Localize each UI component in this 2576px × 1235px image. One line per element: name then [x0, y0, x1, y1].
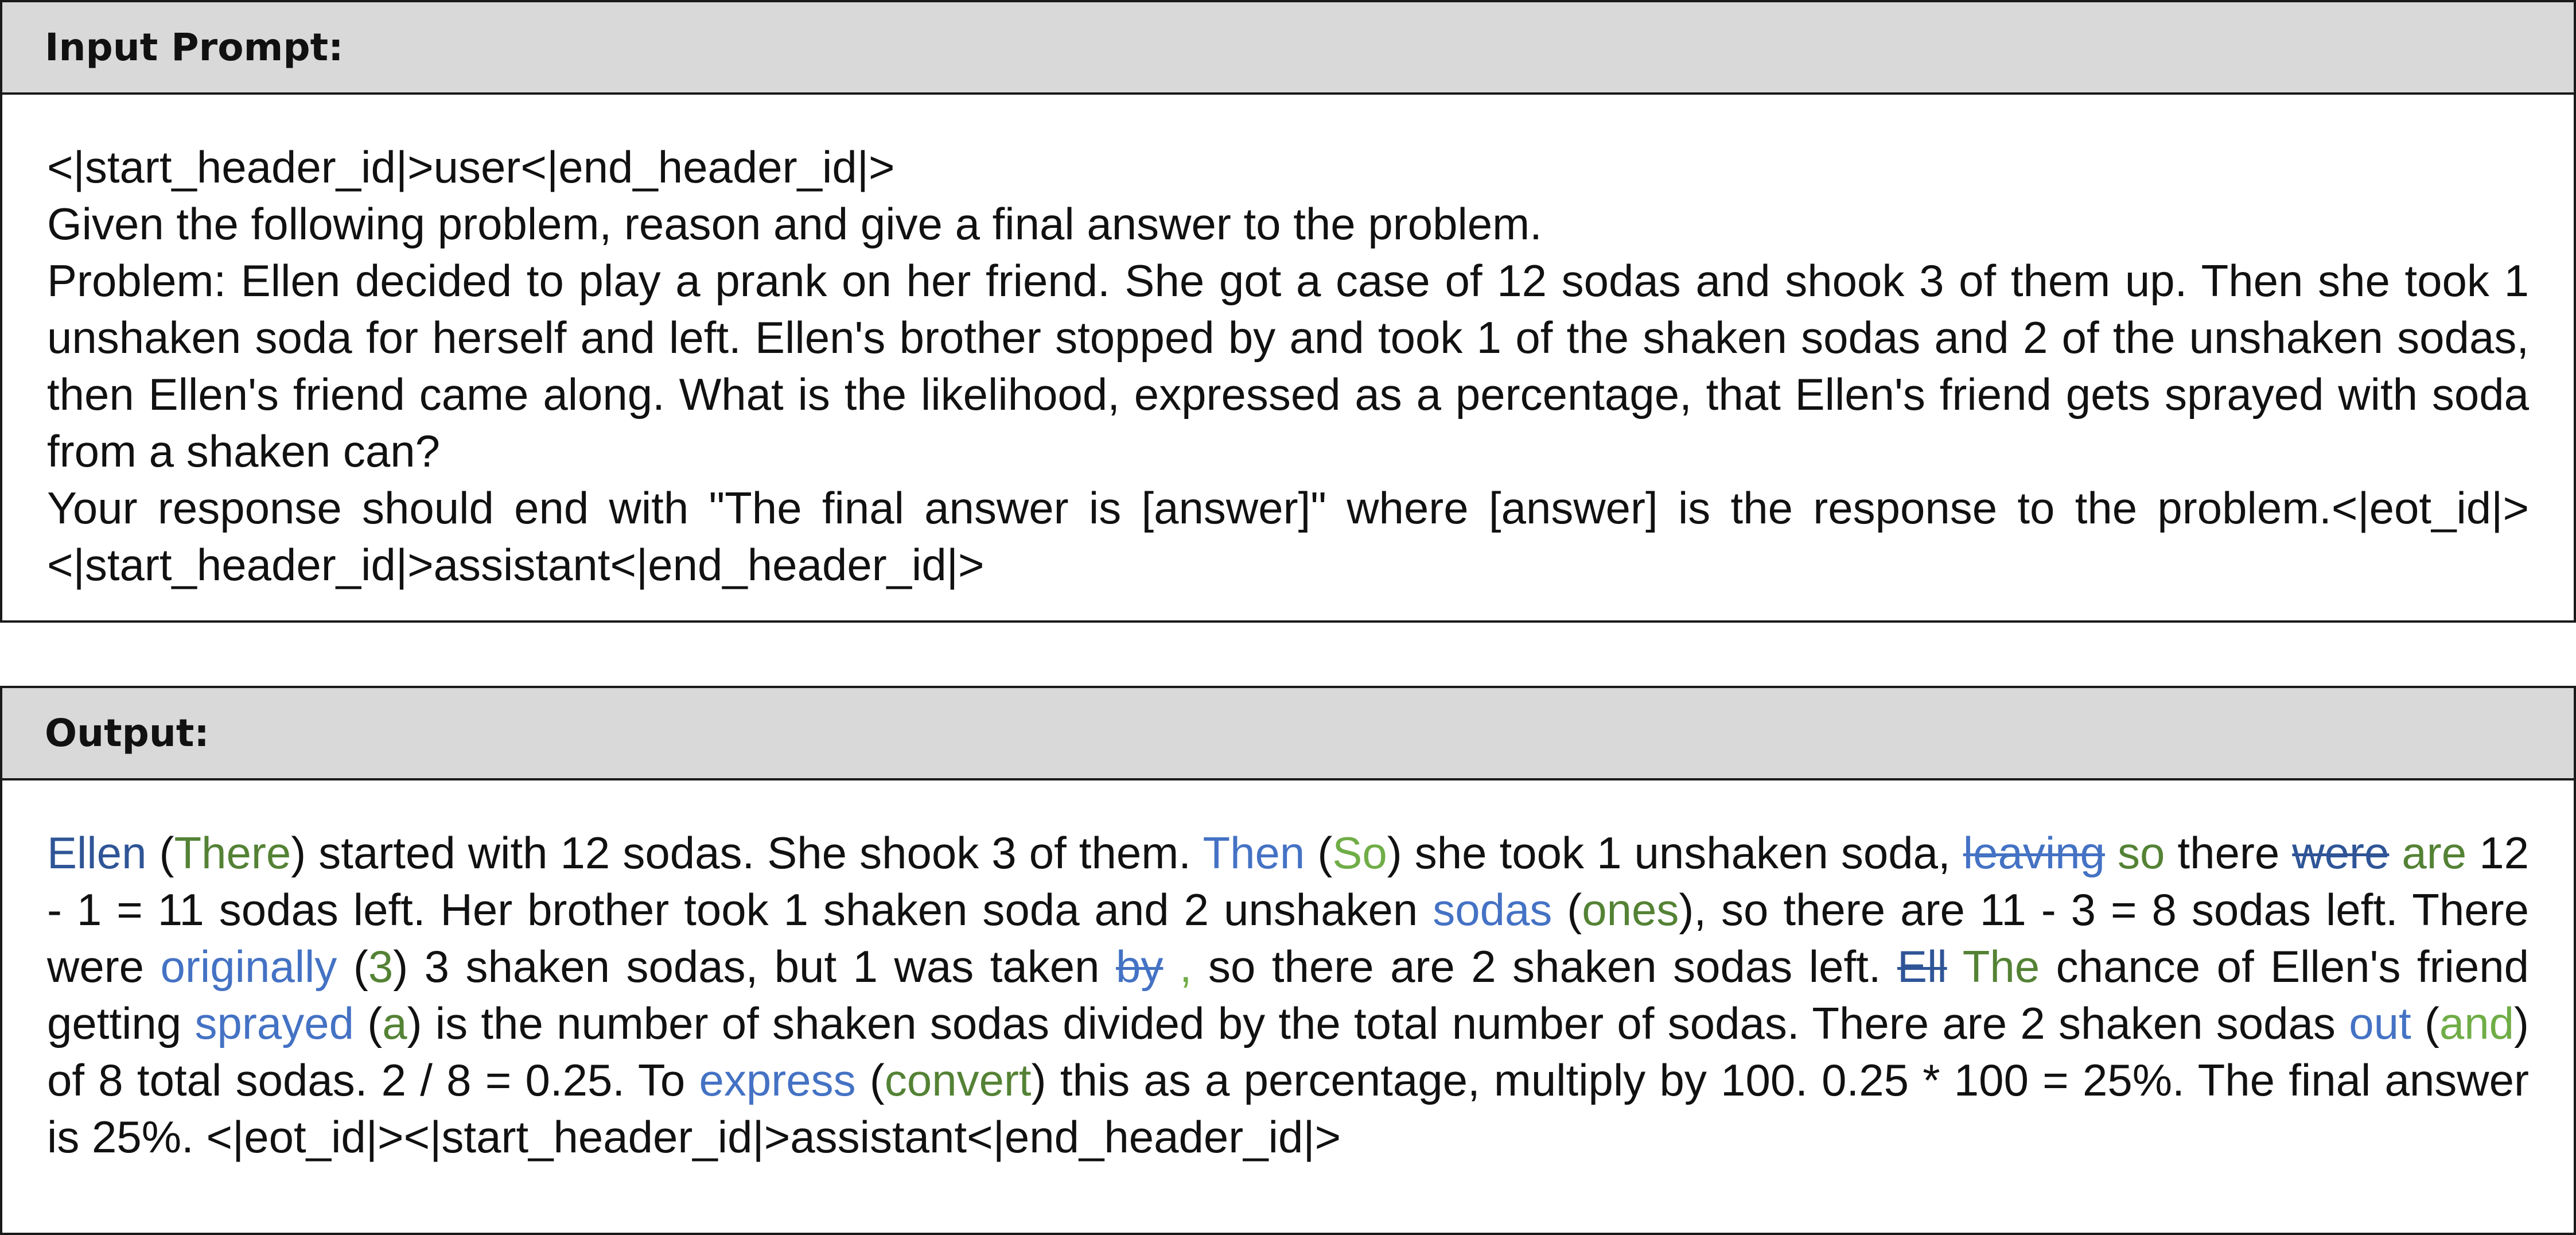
- output-segment: ones: [1582, 884, 1679, 935]
- output-segment: [2389, 828, 2402, 878]
- output-segment: There: [174, 828, 291, 878]
- output-segment: ), so there are 11 - 3 = 8 sodas left. T…: [47, 884, 2542, 992]
- output-segment: [1163, 941, 1179, 992]
- output-segment: ) started with 12 sodas. She shook 3 of …: [291, 828, 1203, 878]
- output-segment: express: [699, 1055, 856, 1105]
- output-segment: sprayed: [194, 998, 354, 1048]
- output-segment: ) she took 1 unshaken soda,: [1387, 828, 1963, 878]
- output-segment: (: [1305, 828, 1333, 878]
- output-segment: (: [855, 1055, 885, 1105]
- output-segment: ,: [1179, 941, 1192, 992]
- output-title: Output:: [2, 688, 2574, 780]
- output-segment: and: [2439, 998, 2514, 1048]
- output-text: Ellen (There) started with 12 sodas. She…: [47, 825, 2529, 1166]
- output-segment-struck: by: [1115, 941, 1164, 992]
- output-segment: So: [1332, 828, 1387, 878]
- output-segment: there: [2165, 828, 2293, 878]
- output-segment: ) of 8 total sodas. 2 / 8 = 0.25. To: [47, 998, 2542, 1105]
- output-segment: Ellen: [47, 828, 147, 878]
- output-segment: convert: [884, 1055, 1032, 1105]
- input-prompt-title: Input Prompt:: [2, 2, 2574, 95]
- output-segment: chance of Ellen's friend getting: [47, 941, 2542, 1048]
- output-segment: ) 3 shaken sodas, but 1 was taken: [393, 941, 1116, 992]
- output-segment: (: [146, 828, 174, 878]
- output-segment: (: [353, 998, 383, 1048]
- output-segment: are: [2402, 828, 2467, 878]
- prompt-line-format: Your response should end with "The final…: [47, 483, 2529, 590]
- output-segment: originally: [160, 941, 337, 992]
- output-segment: out: [2349, 998, 2411, 1048]
- output-segment: sodas: [1433, 884, 1552, 935]
- input-prompt-panel: Input Prompt: <|start_header_id|>user<|e…: [0, 0, 2576, 623]
- output-segment: (: [2411, 998, 2439, 1048]
- output-segment: 3: [368, 941, 394, 992]
- input-prompt-body: <|start_header_id|>user<|end_header_id|>…: [2, 95, 2574, 593]
- output-segment: [1947, 941, 1963, 992]
- output-panel: Output: Ellen (There) started with 12 so…: [0, 686, 2576, 1235]
- output-segment: ) is the number of shaken sodas divided …: [407, 998, 2349, 1048]
- output-segment: (: [337, 941, 368, 992]
- prompt-line-header: <|start_header_id|>user<|end_header_id|>: [47, 142, 895, 192]
- output-segment-struck: Ell: [1897, 941, 1947, 992]
- output-segment: The: [1962, 941, 2040, 992]
- prompt-line-problem: Problem: Ellen decided to play a prank o…: [47, 255, 2529, 476]
- output-segment: Then: [1203, 828, 1305, 878]
- output-segment: so: [2117, 828, 2165, 878]
- output-segment: [2105, 828, 2118, 878]
- output-body: Ellen (There) started with 12 sodas. She…: [2, 780, 2574, 1166]
- output-segment-struck: were: [2292, 828, 2390, 878]
- prompt-line-instruction: Given the following problem, reason and …: [47, 199, 1542, 249]
- output-segment: (: [1552, 884, 1582, 935]
- output-segment: so there are 2 shaken sodas left.: [1192, 941, 1897, 992]
- output-segment: ) this as a percentage, multiply by 100.…: [47, 1055, 2542, 1162]
- output-segment: 12 - 1 = 11 sodas left. Her brother took…: [47, 828, 2542, 935]
- output-segment-struck: leaving: [1963, 828, 2105, 878]
- output-segment: a: [382, 998, 407, 1048]
